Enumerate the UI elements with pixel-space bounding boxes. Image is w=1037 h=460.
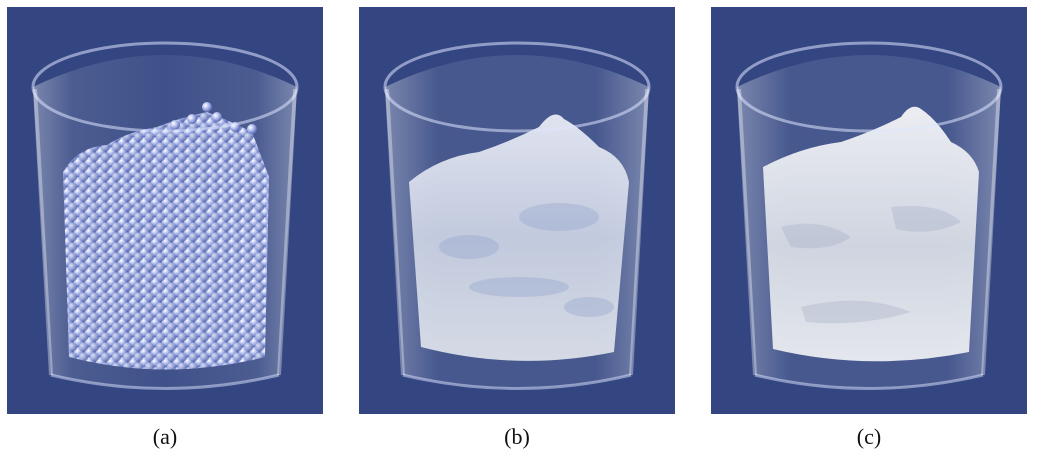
glass-surface-illustration	[735, 41, 1003, 390]
panel-b-image	[359, 7, 675, 414]
glass-rim	[735, 41, 1003, 133]
caption-a: (a)	[152, 424, 178, 449]
glass-rim	[31, 41, 299, 133]
fluid-surface	[763, 106, 979, 362]
caption-b: (b)	[504, 424, 530, 449]
glass-particles-illustration	[31, 41, 299, 390]
glass-splash-illustration	[383, 41, 651, 390]
panel-c-image	[711, 7, 1027, 414]
glass-rim	[383, 41, 651, 133]
panel-a-image	[7, 7, 323, 414]
fluid-splash	[409, 114, 629, 361]
caption-c: (c)	[856, 424, 882, 449]
